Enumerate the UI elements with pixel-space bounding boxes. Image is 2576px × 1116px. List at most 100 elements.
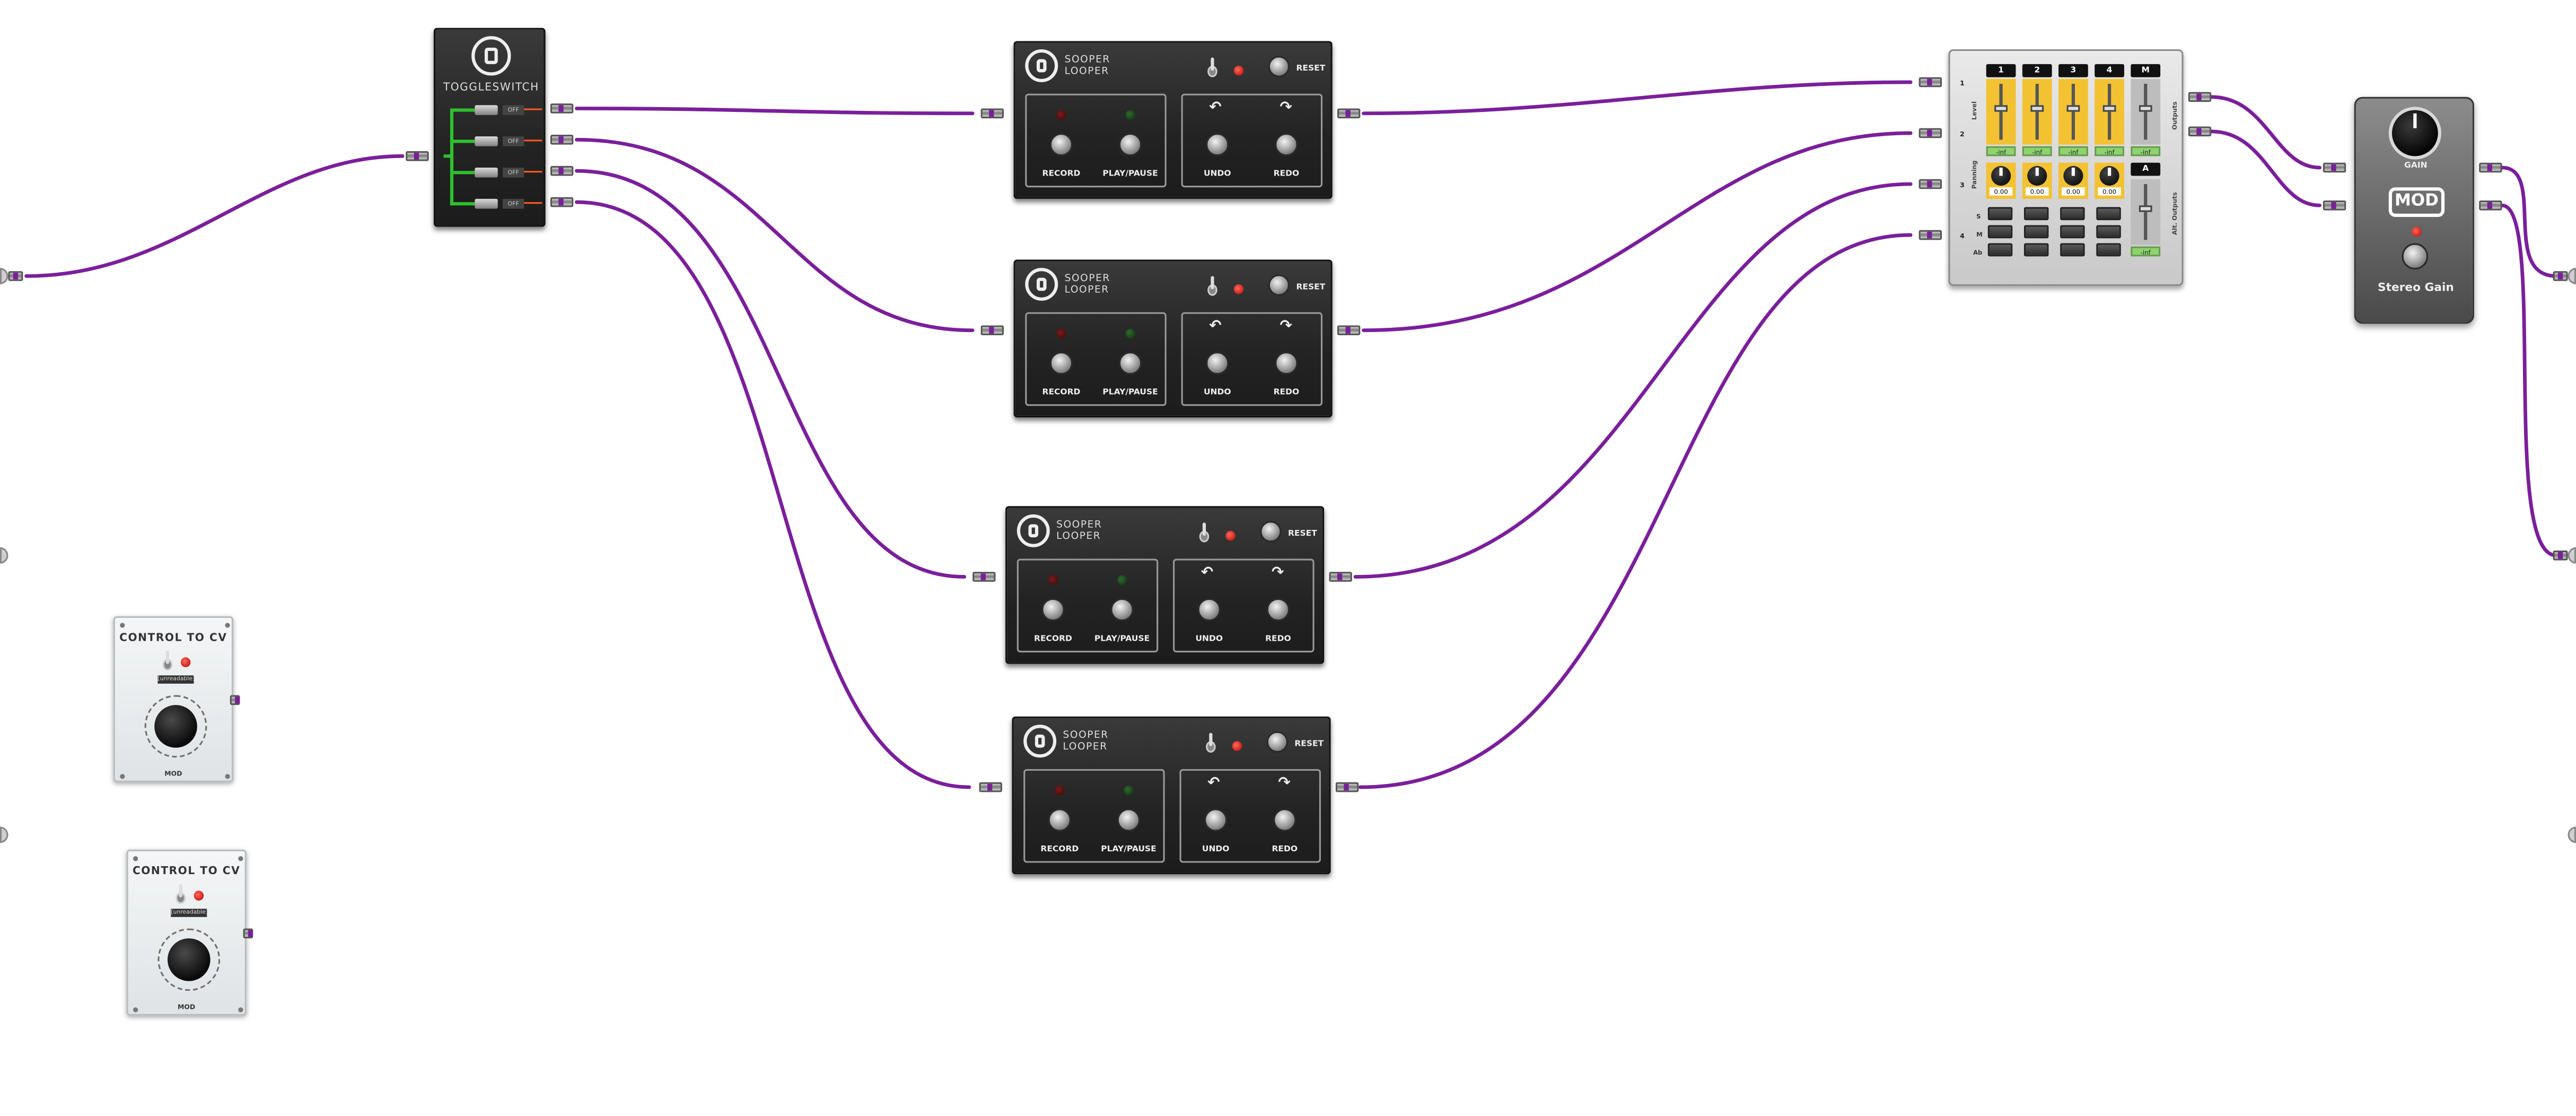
aux-button-4[interactable]	[2096, 243, 2121, 257]
mute-button-3[interactable]	[2060, 225, 2085, 239]
control-to-cv-pedal-2[interactable]: CONTROL TO CV [unreadable] MOD	[126, 849, 247, 1016]
toggleswitch-output-jack-2[interactable]	[550, 135, 574, 145]
aux-fader[interactable]	[2131, 179, 2161, 245]
aux-button-3[interactable]	[2060, 243, 2085, 257]
aux-button-1[interactable]	[1987, 243, 2013, 257]
solo-button-3[interactable]	[2060, 207, 2085, 221]
pan-knob[interactable]	[1991, 165, 2011, 186]
toggleswitch-output-jack-3[interactable]	[550, 165, 574, 176]
cable-looper3-to-mixer3[interactable]	[1353, 182, 1913, 579]
pan-control-4[interactable]: 0.00	[2095, 162, 2124, 199]
bypass-footswitch[interactable]	[2402, 243, 2429, 270]
play-pause-footswitch[interactable]	[1117, 808, 1141, 832]
reset-footswitch[interactable]	[1260, 521, 1282, 543]
cv-knob[interactable]	[168, 938, 211, 981]
cable-mixer-outL-to-gain[interactable]	[2209, 95, 2322, 170]
mixer-input-jack-4[interactable]	[1918, 230, 1942, 240]
undo-footswitch[interactable]	[1206, 133, 1229, 156]
mode-toggle[interactable]	[1204, 733, 1217, 754]
undo-footswitch[interactable]	[1204, 808, 1228, 832]
undo-footswitch[interactable]	[1206, 352, 1229, 375]
sooper-looper-pedal-2[interactable]: SOOPER LOOPER RESET RECORD PLAY/PAUSE ↶ …	[1013, 259, 1333, 417]
play-pause-footswitch[interactable]	[1110, 598, 1134, 622]
play-pause-footswitch[interactable]	[1118, 133, 1142, 156]
fader-cap[interactable]	[2066, 105, 2080, 112]
system-playback-jack[interactable]	[2568, 547, 2576, 564]
cable-toggle1-to-looper1[interactable]	[575, 107, 975, 116]
pan-knob[interactable]	[2099, 165, 2119, 186]
looper-input-jack[interactable]	[972, 572, 996, 582]
looper-input-jack[interactable]	[980, 325, 1004, 336]
cable-gain-outL-to-output[interactable]	[2500, 165, 2559, 278]
master-fader[interactable]	[2131, 79, 2161, 145]
gain-output-jack-left[interactable]	[2479, 162, 2502, 173]
looper-input-jack[interactable]	[979, 782, 1002, 792]
reset-footswitch[interactable]	[1268, 274, 1290, 296]
sooper-looper-pedal-1[interactable]: SOOPER LOOPER RESET RECORD PLAY/PAUSE ↶ …	[1013, 41, 1333, 199]
toggle-switch-2[interactable]: OFF	[450, 136, 544, 148]
switch-lever[interactable]	[475, 198, 498, 209]
pan-control-3[interactable]: 0.00	[2058, 162, 2088, 199]
redo-footswitch[interactable]	[1275, 352, 1298, 375]
cable-input-to-toggleswitch[interactable]	[24, 154, 405, 278]
sooper-looper-pedal-4[interactable]: SOOPER LOOPER RESET RECORD PLAY/PAUSE ↶ …	[1012, 716, 1331, 875]
toggleswitch-pedal[interactable]: TOGGLESWITCH OFF OFF OFF OFF	[433, 28, 546, 227]
toggleswitch-output-jack-1[interactable]	[550, 103, 574, 114]
cv-output-jack[interactable]	[230, 695, 240, 705]
pan-knob[interactable]	[2027, 165, 2047, 186]
mixer-input-jack-1[interactable]	[1918, 77, 1942, 88]
pan-knob[interactable]	[2063, 165, 2083, 186]
record-footswitch[interactable]	[1041, 598, 1065, 622]
mixer-input-jack-2[interactable]	[1918, 128, 1942, 138]
cv-output-jack[interactable]	[243, 928, 253, 939]
mode-toggle[interactable]	[174, 884, 187, 905]
mode-toggle[interactable]	[1206, 276, 1219, 298]
control-to-cv-pedal-1[interactable]: CONTROL TO CV [unreadable] MOD	[113, 616, 233, 782]
looper-output-jack[interactable]	[1335, 782, 1359, 792]
solo-button-2[interactable]	[2023, 207, 2049, 221]
mixer-pedal[interactable]: 1 2 3 4 Level Panning S M Ab 1 2 3 4 M -…	[1948, 49, 2184, 286]
sooper-looper-pedal-3[interactable]: SOOPER LOOPER RESET RECORD PLAY/PAUSE ↶ …	[1005, 506, 1325, 664]
level-fader-2[interactable]	[2022, 79, 2052, 145]
redo-footswitch[interactable]	[1266, 598, 1290, 622]
mode-toggle[interactable]	[1198, 522, 1211, 544]
fader-cap[interactable]	[2139, 105, 2152, 112]
looper-output-jack[interactable]	[1337, 325, 1361, 336]
cable-mixer-outR-to-gain[interactable]	[2209, 129, 2322, 207]
gain-output-jack-right[interactable]	[2479, 200, 2502, 211]
fader-cap[interactable]	[2139, 205, 2152, 212]
mute-button-1[interactable]	[1987, 225, 2013, 239]
pan-control-1[interactable]: 0.00	[1986, 162, 2016, 199]
cable-looper4-to-mixer4[interactable]	[1358, 233, 1913, 789]
redo-footswitch[interactable]	[1275, 133, 1298, 156]
system-playback-jack[interactable]	[2568, 826, 2576, 843]
undo-footswitch[interactable]	[1197, 598, 1221, 622]
level-fader-3[interactable]	[2058, 79, 2088, 145]
record-footswitch[interactable]	[1049, 352, 1073, 375]
toggleswitch-input-jack[interactable]	[406, 151, 429, 161]
mute-button-4[interactable]	[2096, 225, 2121, 239]
mode-toggle[interactable]	[1206, 57, 1219, 79]
reset-footswitch[interactable]	[1266, 731, 1288, 753]
record-footswitch[interactable]	[1048, 808, 1072, 832]
cable-toggle3-to-looper3[interactable]	[575, 169, 967, 579]
switch-lever[interactable]	[475, 136, 498, 146]
mixer-input-jack-3[interactable]	[1918, 179, 1942, 189]
cable-toggle2-to-looper2[interactable]	[575, 137, 975, 333]
aux-button-2[interactable]	[2023, 243, 2049, 257]
looper-output-jack[interactable]	[1337, 108, 1361, 119]
redo-footswitch[interactable]	[1273, 808, 1296, 832]
fader-cap[interactable]	[2102, 105, 2116, 112]
mixer-output-jack-left[interactable]	[2188, 92, 2212, 102]
play-pause-footswitch[interactable]	[1118, 352, 1142, 375]
cable-gain-outR-to-output[interactable]	[2500, 203, 2559, 557]
gain-input-jack-left[interactable]	[2323, 162, 2346, 173]
level-fader-4[interactable]	[2095, 79, 2124, 145]
solo-button-4[interactable]	[2096, 207, 2121, 221]
system-playback-jack[interactable]	[2568, 268, 2576, 284]
solo-button-1[interactable]	[1987, 207, 2013, 221]
toggle-switch-4[interactable]: OFF	[450, 198, 544, 211]
reset-footswitch[interactable]	[1268, 56, 1290, 77]
toggleswitch-output-jack-4[interactable]	[550, 197, 574, 207]
